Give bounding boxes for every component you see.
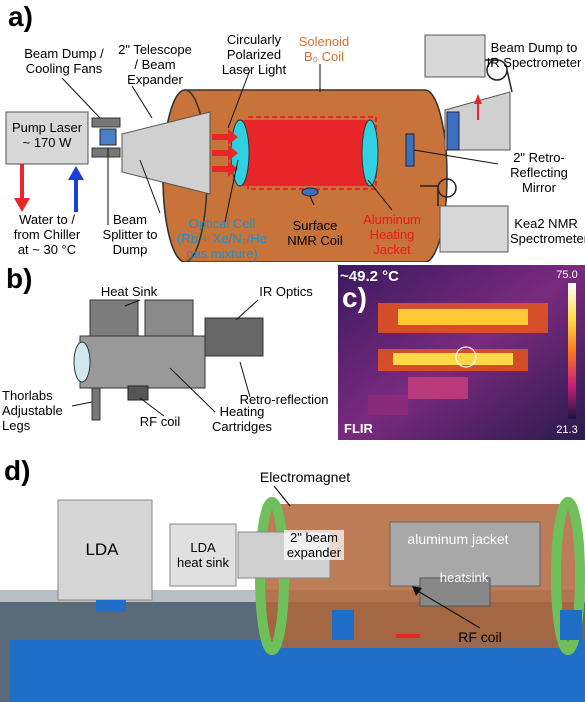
flir-logo: FLIR [344,421,373,436]
solenoid-label: Solenoid B₀ Coil [298,34,350,64]
temperature-readout: ~49.2 °C [340,268,399,285]
surface-nmr-label: Surface NMR Coil [287,218,343,248]
heat-sink-left [89,299,139,341]
apparatus-render [71,299,264,421]
asg-spectrometer-box [424,34,486,78]
optical-cell-body [240,120,370,186]
rf-coil-part [127,385,149,401]
cooling-fan-bottom [91,147,121,158]
scale-min-label: 21.3 [556,424,578,436]
thermal-image [338,265,585,440]
scale-max-label: 75.0 [556,269,578,281]
panel-b: b) Heat Sink IR Optics Retro-reflection … [0,262,338,440]
panel-label-c: c) [342,282,367,313]
beam-dump-ir [444,91,511,151]
beam-expander-label: 2" beam expander [284,530,344,560]
panel-label-d: d) [4,455,31,486]
ir-optics [204,317,264,357]
temperature-scale-bar [568,283,576,419]
electromagnet-label: Electromagnet [259,469,351,485]
panel-label-b: b) [6,263,33,294]
panel-label-a: a) [8,1,33,32]
circularly-polarized-label: Circularly Polarized Laser Light [221,32,287,77]
beam-dump-fans-label: Beam Dump / Cooling Fans [24,46,104,76]
retro-reflecting-mirror [405,133,415,167]
laser-light-arrows [212,129,238,177]
lda-label: LDA [85,540,119,559]
pump-laser-label: Pump Laser ~ 170 W [11,120,83,150]
lda-unit [57,499,153,601]
table-blue-panel [10,640,585,702]
schematic-diagram [5,34,513,262]
optical-cell-label: Optical Cell (Rb + Xe/N₂/He gas mixture) [177,216,267,261]
heating-cartridges-label: Heating Cartridges [212,404,272,434]
electromagnet-ring-back [551,497,585,655]
thorlabs-leg [91,387,101,421]
telescope-label: 2" Telescope / Beam Expander [118,42,192,87]
water-out-arrow [14,198,30,212]
water-label: Water to / from Chiller at ~ 30 °C [13,212,81,257]
beam-splitter-label: Beam Splitter to Dump [102,212,158,257]
aluminum-jacket-label: Aluminum Heating Jacket [363,212,421,257]
thorlabs-legs-label: Thorlabs Adjustable Legs [2,388,63,433]
heat-sink-label: Heat Sink [100,284,158,299]
rf-coil-label-d: RF coil [458,629,502,645]
optical-cell-window-back [361,119,379,187]
lda-heat-sink-label: LDA heat sink [176,540,230,570]
surface-nmr-coil [301,187,319,197]
water-in-arrow [68,166,84,180]
cooling-fan-top [91,117,121,128]
measurement-spot [455,346,477,368]
heatsink-part [419,577,491,607]
rf-coil-label: RF coil [139,414,181,429]
panel-d: d) Electromagnet LDA LDA heat sink 2" be… [0,440,585,702]
beam-splitter [99,128,117,146]
jacket-body [79,335,206,389]
cell-front [73,341,91,383]
hot-jacket-regions [368,303,548,415]
kea2-label: Kea2 NMR Spectrometer [510,216,585,246]
retro-mirror-label: 2" Retro- Reflecting Mirror [510,150,568,195]
beam-dump-ir-label: Beam Dump to IR Spectrometer [486,40,582,70]
telescope-cone [121,111,211,195]
retro-reflection-label: Retro-reflection [239,392,329,407]
panel-c: c) ~49.2 °C 75.0 21.3 FLIR [338,265,585,440]
aluminum-jacket-part [389,521,541,587]
pump-laser-box [5,111,89,165]
panel-a: a) Beam Dump / Cooling Fans 2" Telescope… [0,0,585,262]
heatsink-label: heatsink [439,570,489,585]
ir-optics-label: IR Optics [259,284,313,299]
heat-sink-right [144,299,194,341]
lda-heat-sink [169,523,237,587]
kea2-box [439,205,509,253]
aluminum-jacket-label: aluminum jacket [407,531,509,547]
